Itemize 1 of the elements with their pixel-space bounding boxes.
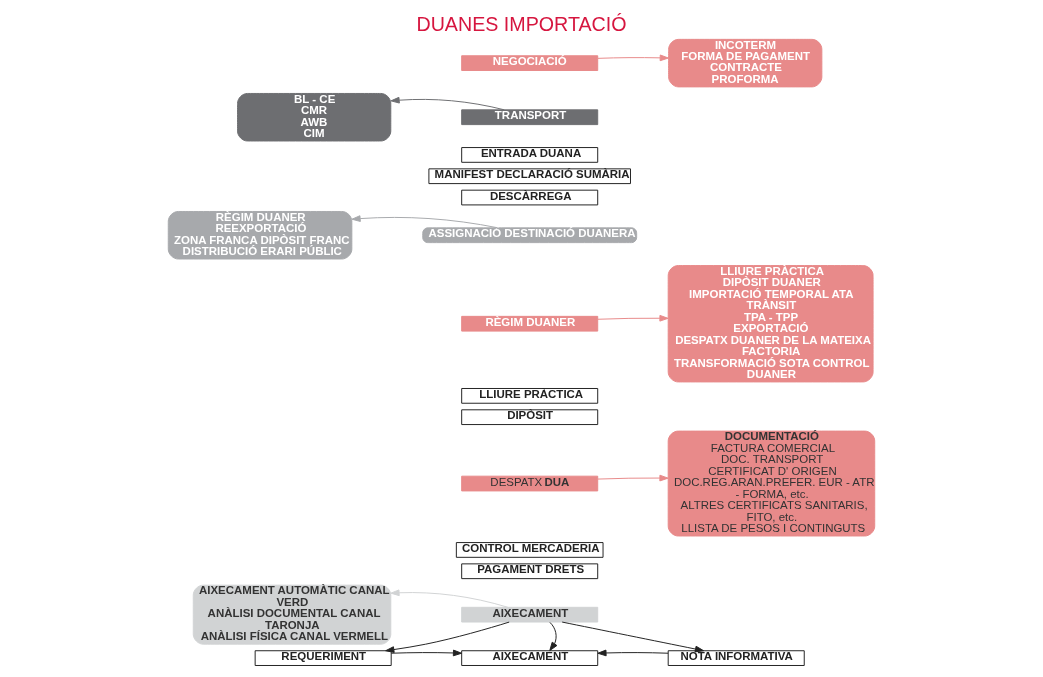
diagram-title: DUANES IMPORTACIÓ	[416, 12, 627, 35]
